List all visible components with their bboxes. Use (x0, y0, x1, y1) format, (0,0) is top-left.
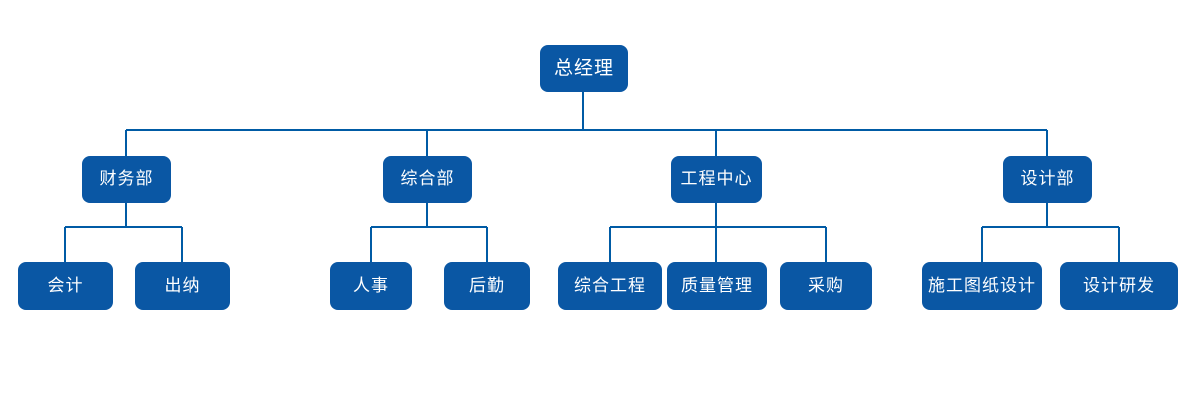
node-logistics[interactable]: 后勤 (444, 262, 530, 310)
node-engineering-center[interactable]: 工程中心 (671, 156, 762, 203)
node-finance-department[interactable]: 财务部 (82, 156, 171, 203)
node-label: 设计部 (1020, 169, 1075, 189)
node-general-affairs-department[interactable]: 综合部 (383, 156, 472, 203)
node-label: 财务部 (99, 169, 154, 189)
node-label: 综合部 (400, 169, 455, 189)
node-quality-management[interactable]: 质量管理 (667, 262, 767, 310)
node-label: 出纳 (164, 275, 201, 296)
node-general-manager[interactable]: 总经理 (540, 45, 628, 92)
node-procurement[interactable]: 采购 (780, 262, 872, 310)
node-label: 人事 (353, 275, 389, 296)
node-label: 采购 (808, 275, 844, 296)
node-general-engineering[interactable]: 综合工程 (558, 262, 662, 310)
node-label: 施工图纸设计 (928, 275, 1036, 296)
node-design-research-development[interactable]: 设计研发 (1060, 262, 1178, 310)
node-design-department[interactable]: 设计部 (1003, 156, 1092, 203)
node-cashier[interactable]: 出纳 (135, 262, 230, 310)
node-accounting[interactable]: 会计 (18, 262, 113, 310)
node-label: 后勤 (469, 275, 505, 296)
node-construction-drawing-design[interactable]: 施工图纸设计 (922, 262, 1042, 310)
node-label: 设计研发 (1083, 275, 1155, 296)
node-label: 总经理 (553, 57, 614, 79)
node-label: 工程中心 (680, 169, 753, 189)
node-label: 质量管理 (681, 275, 753, 296)
node-human-resources[interactable]: 人事 (330, 262, 412, 310)
node-label: 会计 (47, 275, 84, 296)
node-label: 综合工程 (574, 275, 646, 296)
